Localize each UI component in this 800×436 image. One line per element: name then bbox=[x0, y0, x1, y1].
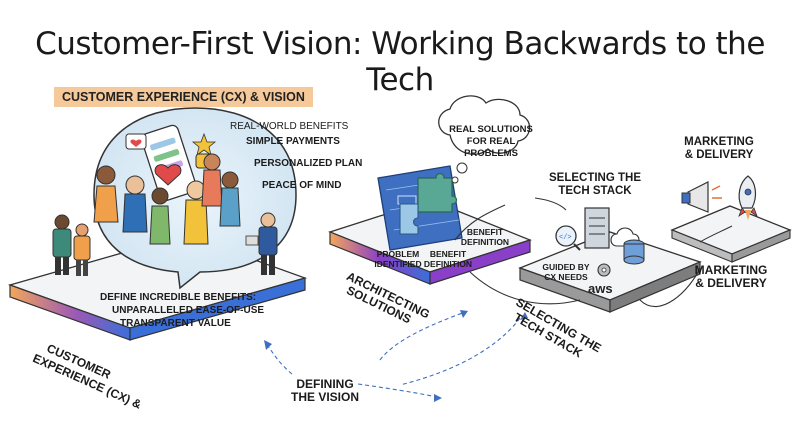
heart-icon bbox=[154, 164, 182, 186]
benefit-personalized-plan: PERSONALIZED PLAN bbox=[254, 158, 363, 169]
thought-line-1: REAL SOLUTIONS bbox=[449, 124, 533, 135]
defining-label-1: DEFINING bbox=[296, 377, 354, 391]
defining-vision-label: DEFINING THE VISION bbox=[285, 378, 365, 404]
tech-heading-2: TECH STACK bbox=[558, 185, 632, 197]
tech-heading: SELECTING THE TECH STACK bbox=[540, 172, 650, 198]
defining-label-2: THE VISION bbox=[290, 390, 359, 404]
megaphone-icon bbox=[681, 181, 722, 213]
thought-bubble bbox=[438, 95, 531, 184]
tech-heading-1: SELECTING THE bbox=[548, 172, 641, 184]
benefit-simple-payments: SIMPLE PAYMENTS bbox=[246, 136, 340, 147]
benefit-definition-top: BENEFIT DEFINITION bbox=[455, 227, 515, 247]
tech-platform bbox=[518, 231, 702, 313]
thought-line-2: FOR REAL bbox=[466, 136, 516, 147]
benefit-def-bottom-1: BENEFIT bbox=[429, 249, 467, 259]
marketing-platform-label: MARKETING & DELIVERY bbox=[676, 264, 786, 290]
aws-logo: aws bbox=[588, 281, 613, 296]
marketing-heading: MARKETING & DELIVERY bbox=[664, 136, 774, 162]
marketing-heading-1: MARKETING bbox=[684, 136, 754, 148]
problem-identified-2: IDENTIFIED bbox=[374, 259, 422, 269]
benefit-def-top-1: BENEFIT bbox=[466, 227, 504, 237]
guided-by-1: GUIDED BY bbox=[542, 262, 590, 272]
marketing-heading-2: & DELIVERY bbox=[684, 149, 754, 161]
guided-by-2: CX NEEDS bbox=[544, 272, 588, 282]
define-benefits-title: DEFINE INCREDIBLE BENEFITS: bbox=[100, 292, 257, 303]
problem-identified-1: PROBLEM bbox=[376, 249, 420, 259]
benefit-def-top-2: DEFINITION bbox=[460, 237, 510, 247]
define-benefits-line-2: TRANSPARENT VALUE bbox=[120, 318, 231, 329]
thought-bubble-text: REAL SOLUTIONS FOR REAL PROBLEMS bbox=[448, 124, 534, 160]
page-title: Customer-First Vision: Working Backwards… bbox=[35, 26, 765, 98]
benefit-def-bottom-2: DEFINITION bbox=[423, 259, 473, 269]
svg-text:</>: </> bbox=[559, 234, 572, 242]
code-magnifier-icon: </> bbox=[555, 225, 581, 251]
marketing-label-1: MARKETING bbox=[694, 263, 768, 277]
thought-line-3: PROBLEMS bbox=[464, 148, 518, 159]
people-standing bbox=[52, 212, 278, 276]
benefit-definition-bottom: BENEFIT DEFINITION bbox=[418, 249, 478, 269]
problem-identified: PROBLEM IDENTIFIED bbox=[368, 249, 428, 269]
marketing-label-2: & DELIVERY bbox=[695, 276, 767, 290]
puzzle-icon bbox=[399, 172, 458, 235]
benefit-peace-of-mind: PEACE OF MIND bbox=[262, 180, 342, 191]
server-icon bbox=[584, 207, 610, 249]
arrow-heads bbox=[264, 310, 528, 402]
people-group bbox=[93, 153, 241, 245]
gear-icon bbox=[597, 263, 611, 277]
benefits-heading: REAL-WORLD BENEFITS bbox=[230, 121, 349, 132]
cx-section-heading: CUSTOMER EXPERIENCE (CX) & VISION bbox=[54, 87, 313, 107]
flow-connectors bbox=[454, 197, 733, 308]
guided-by: GUIDED BY CX NEEDS bbox=[538, 262, 594, 282]
define-benefits-line-1: UNPARALLELED EASE-OF-USE bbox=[112, 305, 265, 316]
rocket-icon bbox=[738, 175, 758, 220]
database-icon bbox=[623, 239, 645, 265]
marketing-platform bbox=[670, 205, 792, 263]
